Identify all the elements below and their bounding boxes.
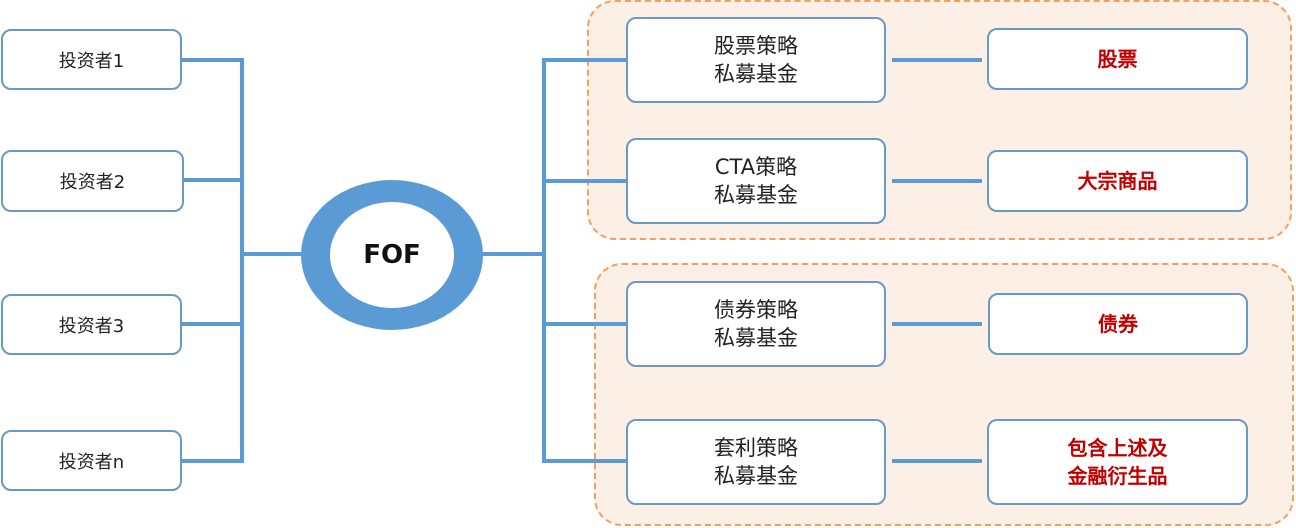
- left-trunk: [240, 58, 244, 463]
- fund-3-line1: 债券策略: [714, 298, 798, 322]
- asset-2-line1: 大宗商品: [1077, 169, 1158, 193]
- fund-1-asset-connector: [892, 58, 982, 62]
- fund-3-box: 债券策略 私募基金: [626, 281, 886, 367]
- fund-4-line2: 私募基金: [714, 464, 798, 488]
- investor-2-connector: [182, 178, 244, 182]
- investor-n-label: 投资者n: [58, 451, 125, 473]
- fund-3-connector: [542, 322, 628, 326]
- fund-1-line1: 股票策略: [714, 34, 798, 58]
- asset-4-box: 包含上述及 金融衍生品: [987, 419, 1248, 505]
- fof-center: FOF: [330, 202, 454, 308]
- fund-2-line1: CTA策略: [714, 155, 798, 179]
- asset-1-line1: 股票: [1097, 47, 1138, 71]
- investor-3-connector: [182, 322, 244, 326]
- asset-4-line1: 包含上述及: [1067, 436, 1168, 460]
- asset-4-line2: 金融衍生品: [1067, 464, 1168, 488]
- fund-2-box: CTA策略 私募基金: [626, 138, 886, 224]
- asset-3-line1: 债券: [1098, 312, 1138, 336]
- investor-n-box: 投资者n: [1, 430, 182, 491]
- investor-3-box: 投资者3: [1, 294, 182, 355]
- fund-4-asset-connector: [892, 459, 982, 463]
- investor-n-connector: [182, 459, 244, 463]
- fund-3-line2: 私募基金: [714, 326, 798, 350]
- asset-1-box: 股票: [987, 28, 1248, 90]
- fund-1-box: 股票策略 私募基金: [626, 17, 886, 103]
- investor-1-label: 投资者1: [58, 50, 125, 72]
- fof-to-right-connector: [480, 252, 546, 256]
- investor-1-connector: [182, 58, 244, 62]
- right-trunk: [542, 58, 546, 463]
- fund-2-asset-connector: [892, 179, 982, 183]
- fund-1-connector: [542, 58, 628, 62]
- asset-2-box: 大宗商品: [987, 150, 1248, 212]
- fund-3-asset-connector: [892, 322, 982, 326]
- fund-4-box: 套利策略 私募基金: [626, 419, 886, 505]
- fof-label: FOF: [363, 240, 421, 270]
- fund-4-connector: [542, 459, 628, 463]
- asset-3-box: 债券: [988, 293, 1248, 355]
- investor-1-box: 投资者1: [1, 29, 182, 90]
- investor-3-label: 投资者3: [58, 315, 125, 337]
- fund-1-line2: 私募基金: [714, 62, 798, 86]
- investor-2-box: 投资者2: [1, 150, 184, 212]
- left-to-fof-connector: [240, 252, 306, 256]
- fund-2-line2: 私募基金: [714, 183, 798, 207]
- investor-2-label: 投资者2: [59, 172, 126, 193]
- fund-4-line1: 套利策略: [714, 436, 798, 460]
- fund-2-connector: [542, 179, 628, 183]
